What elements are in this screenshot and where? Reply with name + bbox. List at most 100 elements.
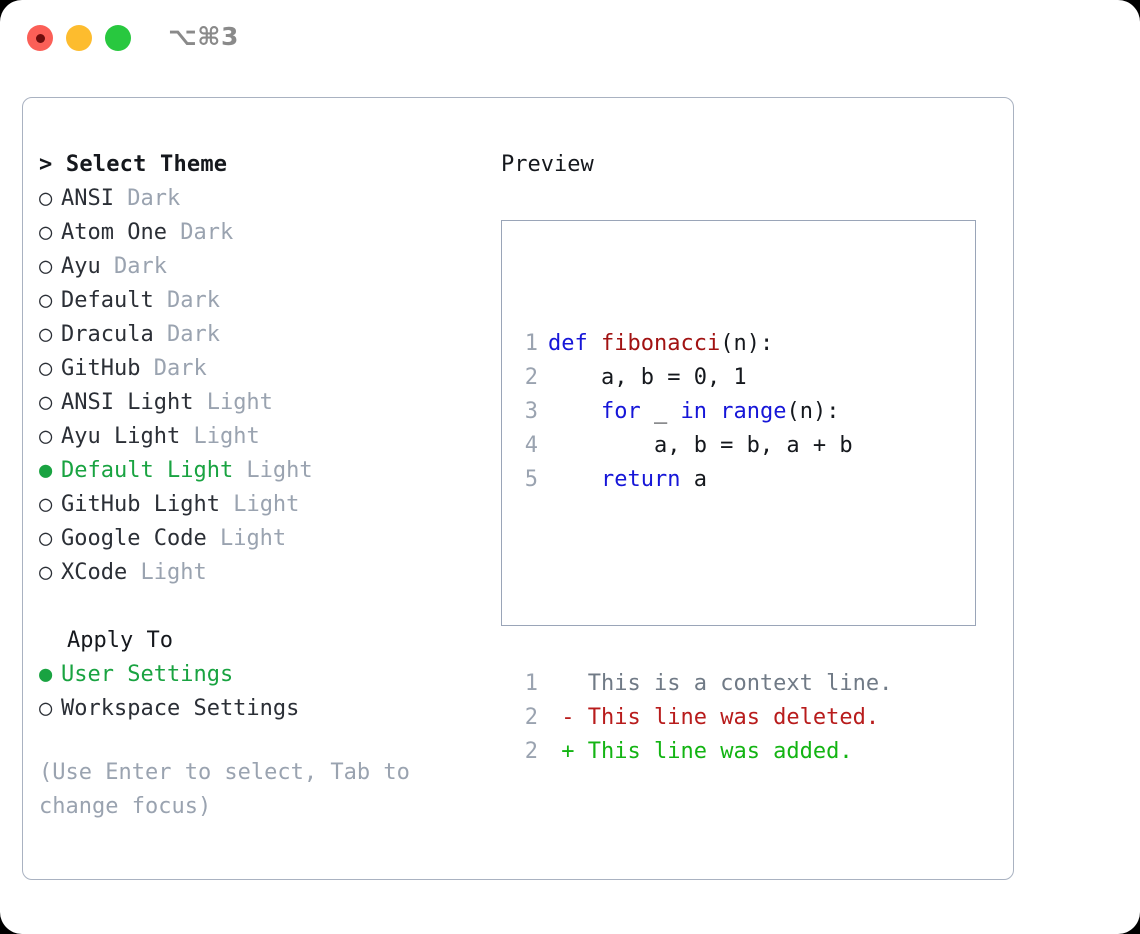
line-number: 1	[524, 671, 538, 696]
theme-variant-tag: Light	[219, 492, 300, 517]
theme-list-item[interactable]: ○Dracula Dark	[39, 318, 479, 352]
apply-to-option[interactable]: ○Workspace Settings	[39, 692, 479, 726]
code-token: (n):	[720, 331, 774, 356]
code-token: (n):	[786, 399, 840, 424]
theme-name: GitHub Light	[61, 492, 220, 517]
preview-title: Preview	[501, 152, 594, 177]
radio-unselected-icon: ○	[39, 492, 53, 517]
code-token: def	[548, 331, 601, 356]
theme-name: Atom One	[61, 220, 167, 245]
diff-marker: +	[548, 739, 588, 764]
theme-list-item[interactable]: ○ Ayu Light Light	[39, 420, 479, 454]
code-token: range	[720, 399, 787, 424]
traffic-light-controls	[27, 25, 131, 51]
apply-to-label: User Settings	[61, 662, 234, 687]
radio-unselected-icon: ○	[39, 254, 53, 279]
diff-line: 2 + This line was added.	[516, 735, 892, 769]
diff-text: This line was deleted.	[587, 705, 880, 730]
line-number: 5	[524, 467, 538, 492]
radio-unselected-icon: ○	[39, 424, 53, 449]
radio-unselected-icon: ○	[39, 356, 53, 381]
theme-list-item[interactable]: ○ Atom One Dark	[39, 216, 479, 250]
code-token: return	[600, 467, 681, 492]
apply-to-option[interactable]: ● User Settings	[39, 658, 479, 692]
theme-list-item[interactable]: ○ANSI Light Light	[39, 386, 479, 420]
apply-to-header: Apply To	[67, 628, 173, 653]
radio-selected-icon: ●	[39, 458, 53, 483]
list-spacer	[39, 590, 479, 624]
apply-to-list[interactable]: ● User Settings ○Workspace Settings	[39, 658, 479, 726]
title-bar: ⌥⌘3	[0, 0, 1140, 78]
close-button[interactable]	[27, 25, 53, 51]
radio-unselected-icon: ○	[39, 526, 53, 551]
theme-variant-tag: Dark	[100, 254, 167, 279]
theme-list-header: > Select Theme	[39, 152, 228, 177]
line-number: 4	[524, 433, 538, 458]
code-token: a, b = b, a + b	[548, 433, 853, 458]
zoom-button[interactable]	[105, 25, 131, 51]
theme-variant-tag: Light	[206, 526, 287, 551]
theme-list-column: > Select Theme ○ANSI Dark○Atom One Dark○…	[39, 148, 479, 824]
theme-variant-tag: Light	[180, 424, 260, 449]
code-token: _	[640, 399, 681, 424]
code-token: for	[600, 399, 641, 424]
theme-name: Default Light	[61, 458, 234, 483]
theme-name: Google Code	[61, 526, 207, 551]
diff-line: 1 This is a context line.	[516, 667, 893, 701]
code-line: 5 return a	[516, 463, 892, 497]
diff-text: This line was added.	[587, 739, 853, 764]
radio-unselected-icon: ○	[39, 220, 53, 245]
code-token: in	[680, 399, 721, 424]
theme-list-item[interactable]: ○ Google Code Light	[39, 522, 479, 556]
theme-list-item[interactable]: ○Default Dark	[39, 284, 479, 318]
theme-variant-tag: Dark	[166, 220, 234, 245]
theme-list[interactable]: ○ANSI Dark○Atom One Dark○Ayu Dark○Defaul…	[39, 182, 479, 590]
theme-list-item[interactable]: ○ GitHub Light Light	[39, 488, 479, 522]
keyboard-hint: (Use Enter to select, Tab to change focu…	[39, 760, 424, 819]
theme-name: ANSI	[61, 186, 114, 211]
code-line: 3 for _ in range(n):	[516, 395, 892, 429]
theme-variant-tag: Dark	[153, 288, 220, 313]
radio-unselected-icon: ○	[39, 696, 53, 721]
theme-variant-tag: Light	[193, 390, 273, 415]
radio-unselected-icon: ○	[39, 186, 53, 211]
theme-selector-panel: > Select Theme ○ANSI Dark○Atom One Dark○…	[22, 97, 1014, 880]
theme-variant-tag: Light	[233, 458, 313, 483]
theme-variant-tag: Light	[127, 560, 207, 585]
radio-unselected-icon: ○	[39, 560, 53, 585]
code-token: a	[680, 467, 707, 492]
theme-variant-tag: Dark	[153, 322, 220, 347]
line-number: 2	[524, 739, 538, 764]
code-token	[548, 399, 601, 424]
theme-name: GitHub	[61, 356, 141, 381]
theme-list-item[interactable]: ○ANSI Dark	[39, 182, 479, 216]
theme-name: Ayu Light	[61, 424, 181, 449]
theme-name: Dracula	[61, 322, 154, 347]
line-number: 1	[524, 331, 538, 356]
code-token: fibonacci	[600, 331, 721, 356]
theme-list-item[interactable]: ○ XCode Light	[39, 556, 479, 590]
theme-name: ANSI Light	[61, 390, 194, 415]
code-line: 1 def fibonacci(n):	[516, 327, 892, 361]
radio-unselected-icon: ○	[39, 288, 53, 313]
diff-marker	[548, 671, 588, 696]
theme-list-item[interactable]: ○ Ayu Dark	[39, 250, 479, 284]
radio-selected-icon: ●	[39, 662, 53, 687]
theme-list-item[interactable]: ○ GitHub Dark	[39, 352, 479, 386]
code-token: a, b = 0, 1	[548, 365, 747, 390]
theme-variant-tag: Dark	[140, 356, 207, 381]
minimize-button[interactable]	[66, 25, 92, 51]
code-line: 4 a, b = b, a + b	[516, 429, 892, 463]
theme-list-item[interactable]: ● Default Light Light	[39, 454, 479, 488]
line-number: 3	[524, 399, 538, 424]
theme-name: XCode	[61, 560, 128, 585]
diff-line: 2 - This line was deleted.	[516, 701, 892, 735]
code-token	[548, 467, 601, 492]
line-number: 2	[524, 365, 538, 390]
theme-name: Ayu	[61, 254, 101, 279]
